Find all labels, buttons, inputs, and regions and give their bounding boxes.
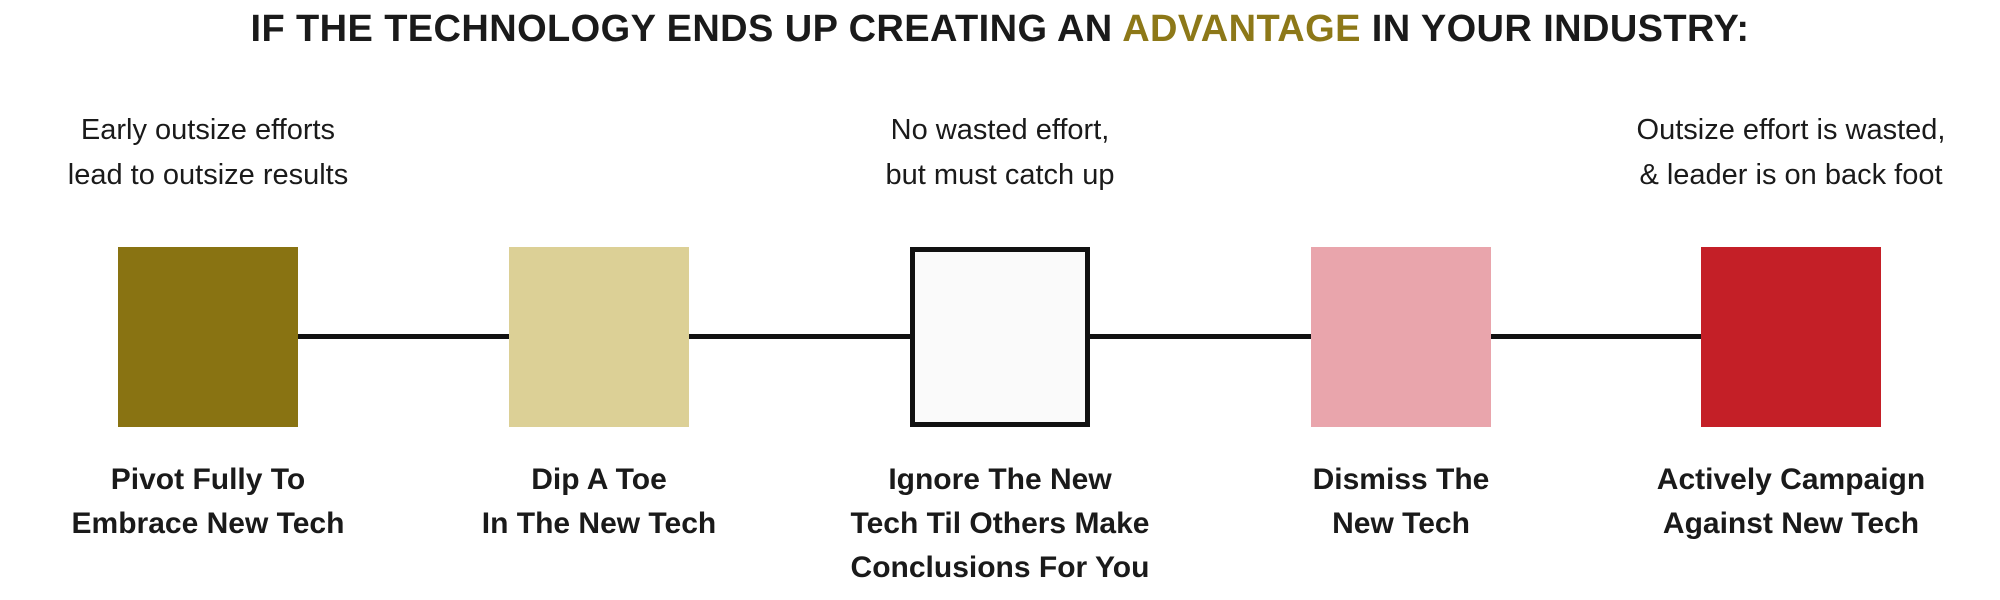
square-ignore [910,247,1090,427]
label-line: Tech Til Others Make [850,507,1150,540]
annotation-pivot-fully: Early outsize efforts lead to outsize re… [8,108,408,198]
annotation-line: lead to outsize results [67,159,349,191]
label-line: Embrace New Tech [71,507,345,540]
title-prefix: IF THE TECHNOLOGY ENDS UP CREATING AN [250,8,1123,50]
label-line: Actively Campaign [1656,463,1926,496]
spectrum-item-ignore: No wasted effort, but must catch up Igno… [800,0,1200,600]
label-line: Conclusions For You [850,551,1150,584]
annotation-line: Early outsize efforts [80,114,336,146]
label-ignore: Ignore The New Tech Til Others Make Conc… [800,458,1200,590]
label-line: Dip A Toe [531,463,667,496]
title-suffix: IN YOUR INDUSTRY: [1360,8,1750,50]
label-pivot-fully: Pivot Fully To Embrace New Tech [8,458,408,546]
label-line: Dismiss The [1312,463,1490,496]
annotation-campaign-against: Outsize effort is wasted, & leader is on… [1591,108,1991,198]
spectrum-item-dismiss: Dismiss The New Tech [1201,0,1601,600]
title-highlight: ADVANTAGE [1122,8,1361,50]
label-dip-a-toe: Dip A Toe In The New Tech [399,458,799,546]
square-dip-a-toe [509,247,689,427]
square-campaign-against [1701,247,1881,427]
spectrum-item-campaign-against: Outsize effort is wasted, & leader is on… [1591,0,1991,600]
annotation-line: No wasted effort, [890,114,1110,146]
page-title: IF THE TECHNOLOGY ENDS UP CREATING AN AD… [0,8,2000,51]
spectrum-item-dip-a-toe: Dip A Toe In The New Tech [399,0,799,600]
label-line: Pivot Fully To [110,463,306,496]
annotation-ignore: No wasted effort, but must catch up [800,108,1200,198]
label-campaign-against: Actively Campaign Against New Tech [1591,458,1991,546]
label-line: Against New Tech [1662,507,1920,540]
spectrum-item-pivot-fully: Early outsize efforts lead to outsize re… [8,0,408,600]
annotation-line: Outsize effort is wasted, [1636,114,1946,146]
annotation-line: & leader is on back foot [1639,159,1943,191]
annotation-line: but must catch up [885,159,1115,191]
label-line: Ignore The New [888,463,1112,496]
square-dismiss [1311,247,1491,427]
label-line: New Tech [1332,507,1470,540]
label-dismiss: Dismiss The New Tech [1201,458,1601,546]
label-line: In The New Tech [481,507,717,540]
square-pivot-fully [118,247,298,427]
